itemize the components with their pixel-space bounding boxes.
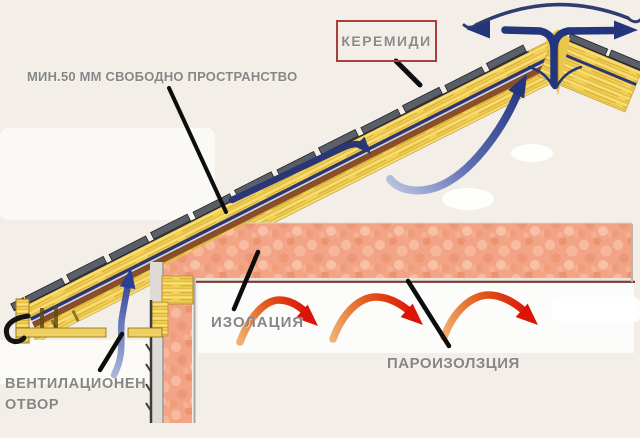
wall-top-plate	[161, 275, 194, 305]
light-patch-left	[0, 128, 215, 220]
tile-strips-right	[565, 33, 640, 72]
vent-opening-label: ВЕНТИЛАЦИОНЕН ОТВОР	[5, 374, 146, 416]
eave-intake-arrow	[110, 275, 133, 379]
over-ridge-arc	[462, 2, 640, 29]
white-blob-3	[552, 297, 640, 322]
soffit-board-left	[15, 327, 107, 338]
white-blob-1	[511, 144, 553, 162]
membrane-gap-line	[30, 46, 570, 321]
under-eave-light	[0, 340, 150, 384]
leader-insulation	[231, 249, 261, 312]
soffit-board-right	[127, 327, 163, 338]
white-blob-2	[442, 188, 494, 210]
ceiling-board	[196, 278, 634, 281]
leader-vent	[97, 331, 125, 373]
ridge-exhaust-arrows	[501, 26, 620, 90]
insulation-layer	[163, 223, 632, 423]
free-space-label: МИН.50 ММ СВОБОДНО ПРОСТРАНСТВО	[27, 69, 298, 84]
tiles-label-box: КЕРЕМИДИ	[336, 20, 437, 62]
vapor-barrier-label: ПАРОИЗОЛЗЦИЯ	[387, 355, 520, 372]
airflow-arrows	[110, 2, 640, 379]
leader-tiles	[393, 58, 423, 88]
leader-lines	[97, 58, 452, 373]
eave	[3, 298, 163, 345]
vent-opening-line1: ВЕНТИЛАЦИОНЕН	[5, 376, 147, 392]
vapor-arrows	[236, 291, 538, 346]
wall-siding-edge	[145, 300, 153, 423]
tiles-label: КЕРЕМИДИ	[341, 33, 432, 49]
insulation-label: ИЗОЛАЦИЯ	[211, 314, 305, 331]
gutter-icon	[3, 313, 31, 345]
leader-free-space	[167, 86, 228, 214]
vent-opening-line2: ОТВОР	[5, 397, 60, 413]
ridge-flow-arc	[386, 86, 523, 195]
leader-vapor	[405, 278, 452, 349]
wall	[150, 262, 196, 423]
